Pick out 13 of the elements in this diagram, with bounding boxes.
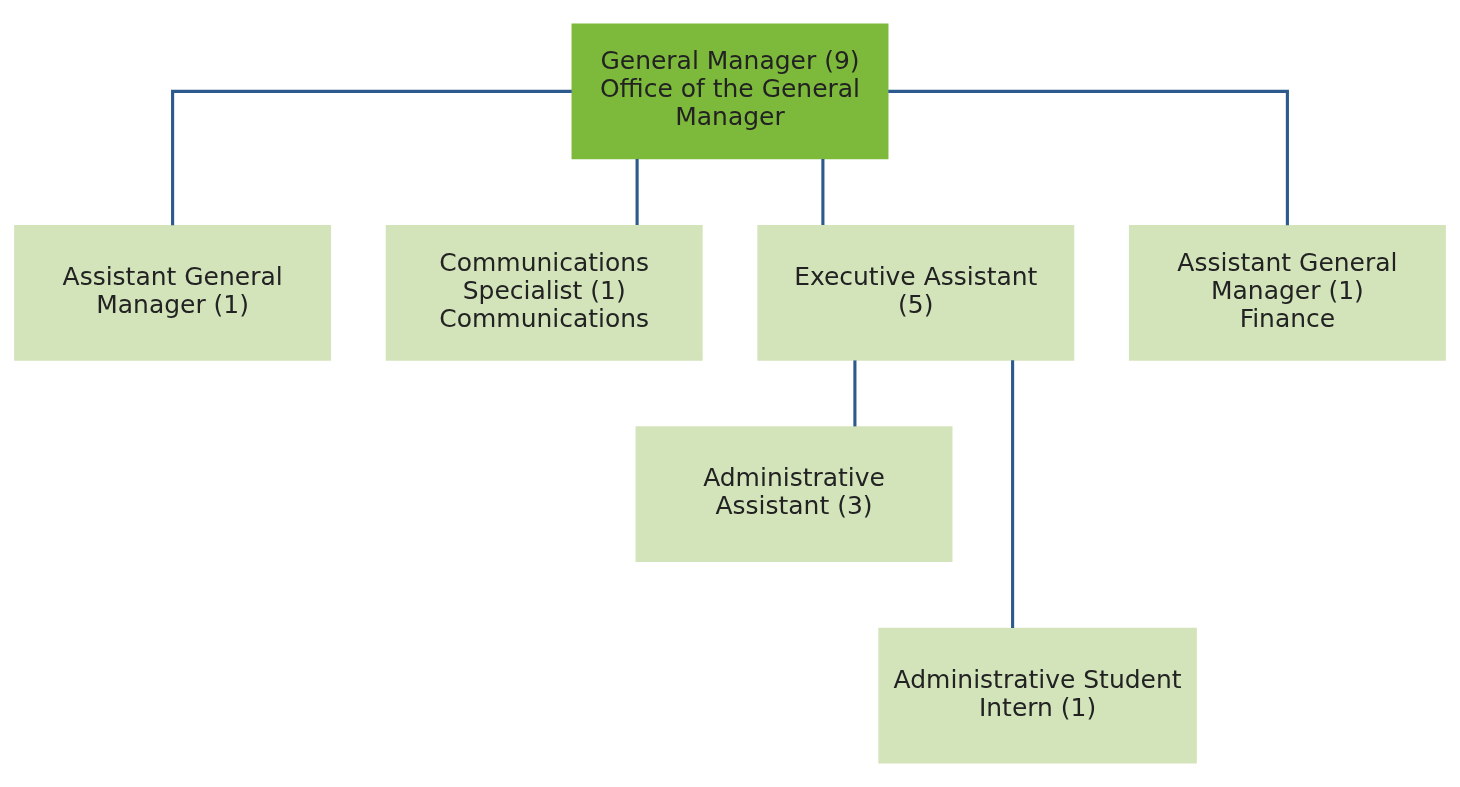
node-box: Communications Specialist (1) Communications — [385, 224, 703, 361]
node-box: Administrative Assistant (3) — [635, 426, 953, 563]
node-box: Assistant General Manager (1) Finance — [1128, 224, 1446, 361]
node-box: General Manager (9) Office of the General Manager — [571, 23, 889, 160]
connector — [1011, 360, 1015, 628]
connector — [635, 159, 639, 225]
node-box: Administrative Student Intern (1) — [878, 627, 1197, 764]
node-box: Assistant General Manager (1) — [14, 224, 332, 361]
node-box: Executive Assistant (5) — [757, 224, 1075, 361]
connector — [888, 89, 1289, 226]
connector — [171, 89, 572, 226]
connector — [853, 360, 857, 427]
connector — [821, 159, 825, 225]
